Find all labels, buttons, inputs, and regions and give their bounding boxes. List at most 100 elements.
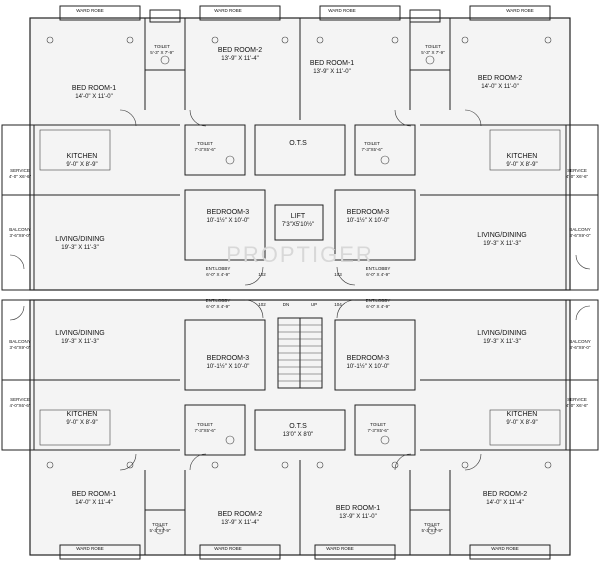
room-name: WARD ROBE	[491, 546, 519, 551]
room-name: TOILET	[197, 141, 213, 146]
room-dimensions: 9'-0" X 8'-9"	[66, 420, 97, 426]
room-name: TOILET	[370, 422, 386, 427]
flat-number: 103	[334, 272, 342, 277]
room-name: WARD ROBE	[506, 8, 534, 13]
room-name: SERVICE	[567, 397, 587, 402]
room-dimensions: 6'-0" X 4'-9"	[366, 304, 390, 309]
room-name: BED ROOM-2	[218, 511, 262, 518]
room-name: BEDROOM-3	[207, 355, 250, 362]
room-name: SERVICE	[10, 397, 30, 402]
room-dimensions: 5'-3"X7'-9"	[150, 528, 171, 533]
room-dimensions: 4'-0" X6'-6"	[566, 174, 589, 179]
room-name: BALCONY	[9, 227, 31, 232]
room-name: BED ROOM-2	[478, 75, 522, 82]
room-dimensions: 3'-6"X9'-0"	[10, 233, 31, 238]
room-name: WARD ROBE	[214, 8, 242, 13]
room-dimensions: 7'3"X5'10½"	[282, 221, 314, 228]
room-name: BED ROOM-1	[336, 505, 380, 512]
room-dimensions: 3'-6"X9'-0"	[10, 345, 31, 350]
room-dimensions: 19'-3" X 11'-3"	[61, 245, 98, 251]
room-dimensions: 10'-1½" X 10'-0"	[347, 217, 390, 224]
room-dimensions: 10'-1½" X 10'-0"	[347, 363, 390, 370]
room-dimensions: 13'-9" X 11'-0"	[313, 69, 350, 75]
room-dimensions: 6'-0" X 4'-9"	[206, 304, 230, 309]
room-dimensions: 5'-3" X 7'-9"	[421, 50, 445, 55]
room-dimensions: 4'-0"X6'-6"	[10, 403, 31, 408]
room-dimensions: 6'-0" X 4'-9"	[206, 272, 230, 277]
room-dimensions: 14'-0" X 11'-0"	[75, 94, 112, 100]
room-dimensions: 5'-3"X7'-9"	[422, 528, 443, 533]
room-name: ENT.LOBBY	[366, 266, 391, 271]
room-name: TOILET	[364, 141, 380, 146]
room-name: SERVICE	[10, 168, 30, 173]
room-name: LIVING/DINING	[55, 236, 104, 243]
room-name: BALCONY	[569, 227, 591, 232]
room-name: KITCHEN	[507, 411, 538, 418]
room-name: WARD ROBE	[214, 546, 242, 551]
room-name: WARD ROBE	[326, 546, 354, 551]
room-name: WARD ROBE	[328, 8, 356, 13]
room-name: BED ROOM-1	[72, 491, 116, 498]
room-dimensions: 9'-0" X 8'-9"	[506, 162, 537, 168]
room-name: BED ROOM-2	[218, 47, 262, 54]
room-name: BALCONY	[569, 339, 591, 344]
flat-number: 102	[258, 272, 266, 277]
room-name: ENT.LOBBY	[206, 266, 231, 271]
room-name: BED ROOM-1	[72, 85, 116, 92]
room-name: LIVING/DINING	[477, 330, 526, 337]
room-name: WARD ROBE	[76, 8, 104, 13]
room-name: LIVING/DINING	[477, 232, 526, 239]
room-dimensions: 6'-0" X 4'-9"	[366, 272, 390, 277]
room-name: BEDROOM-3	[347, 209, 390, 216]
room-dimensions: 3'-6"X9'-0"	[570, 345, 591, 350]
room-name: TOILET	[425, 44, 441, 49]
room-dimensions: 7'-3"X5'-6"	[362, 147, 383, 152]
core-labels: 102 103 102 104 DN UP	[258, 272, 342, 307]
room-dimensions: 13'-9" X 11'-4"	[221, 56, 258, 62]
room-name: TOILET	[197, 422, 213, 427]
room-name: BED ROOM-2	[483, 491, 527, 498]
flat-number: 104	[334, 302, 342, 307]
room-dimensions: 7'-3"X5'-6"	[368, 428, 389, 433]
room-dimensions: 14'-0" X 11'-4"	[486, 500, 523, 506]
building-walls	[1, 5, 599, 560]
watermark: PROPTIGER	[226, 242, 374, 267]
room-dimensions: 5'-3" X 7'-9"	[150, 50, 174, 55]
room-name: WARD ROBE	[76, 546, 104, 551]
room-dimensions: 10'-1½" X 10'-0"	[207, 363, 250, 370]
room-name: SERVICE	[567, 168, 587, 173]
stair-up-label: UP	[311, 302, 317, 307]
room-name: ENT.LOBBY	[206, 298, 231, 303]
room-dimensions: 14'-0" X 11'-4"	[75, 500, 112, 506]
room-dimensions: 13'-9" X 11'-0"	[339, 514, 376, 520]
room-name: BED ROOM-1	[310, 60, 354, 67]
room-dimensions: 3'-6"X9'-0"	[570, 233, 591, 238]
room-name: O.T.S	[289, 140, 307, 147]
room-dimensions: 7'-3"X5'-6"	[195, 147, 216, 152]
room-name: KITCHEN	[67, 411, 98, 418]
room-dimensions: 19'-3" X 11'-3"	[483, 241, 520, 247]
room-name: TOILET	[154, 44, 170, 49]
room-name: BEDROOM-3	[207, 209, 250, 216]
flat-number: 102	[258, 302, 266, 307]
stair-down-label: DN	[283, 302, 290, 307]
room-dimensions: 7'-3"X5'-6"	[195, 428, 216, 433]
room-dimensions: 4'-0" X6'-6"	[9, 174, 32, 179]
room-dimensions: 9'-0" X 8'-9"	[506, 420, 537, 426]
room-name: ENT.LOBBY	[366, 298, 391, 303]
room-dimensions: 19'-3" X 11'-3"	[483, 339, 520, 345]
room-name: TOILET	[152, 522, 168, 527]
room-name: KITCHEN	[507, 153, 538, 160]
room-name: LIVING/DINING	[55, 330, 104, 337]
room-name: BEDROOM-3	[347, 355, 390, 362]
room-dimensions: 19'-3" X 11'-3"	[61, 339, 98, 345]
room-dimensions: 13'-9" X 11'-4"	[221, 520, 258, 526]
room-dimensions: 4'-0" X6'-6"	[566, 403, 589, 408]
room-name: BALCONY	[9, 339, 31, 344]
room-name: O.T.S	[289, 423, 307, 430]
room-name: LIFT	[291, 213, 306, 220]
room-dimensions: 9'-0" X 8'-9"	[66, 162, 97, 168]
room-name: TOILET	[424, 522, 440, 527]
